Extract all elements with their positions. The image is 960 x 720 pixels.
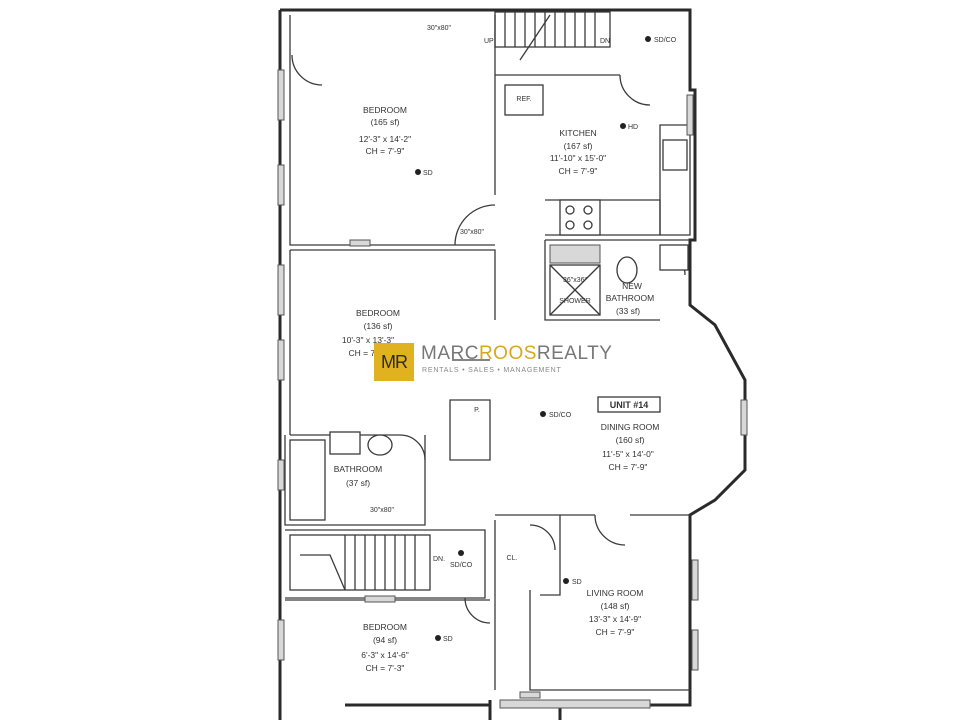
room-name-line1: NEW (622, 281, 642, 291)
stairs-top (494, 11, 611, 61)
stairs-bottom (289, 534, 431, 591)
room-living: LIVING ROOM (148 sf) 13'-3" x 14'-9" CH … (587, 588, 644, 637)
room-dims: 11'-5" x 14'-0" (602, 449, 654, 459)
device-label: SD/CO (450, 562, 473, 569)
smoke-detector-bedroom-top (415, 169, 421, 175)
bathroom-sink (329, 431, 361, 455)
sd-co-detector-dining (540, 411, 546, 417)
door-size-label: 30"x80" (427, 25, 452, 32)
room-area: (94 sf) (373, 635, 397, 645)
room-ceiling: CH = 7'-9" (596, 627, 635, 637)
logo-initials: MR (374, 343, 414, 381)
device-label: HD (628, 124, 638, 131)
room-name: KITCHEN (559, 128, 596, 138)
room-dining: UNIT #14 DINING ROOM (160 sf) 11'-5" x 1… (597, 396, 661, 472)
room-new-bathroom: NEW BATHROOM (33 sf) (606, 281, 654, 316)
toilet-new-bath (616, 256, 638, 284)
room-ceiling: CH = 7'-9" (559, 166, 598, 176)
stairs-dn-bottom-label: DN. (433, 556, 445, 563)
room-area: (148 sf) (601, 601, 630, 611)
devices (415, 36, 651, 641)
room-area: (167 sf) (564, 141, 593, 151)
room-area: (160 sf) (616, 435, 645, 445)
room-name-line2: BATHROOM (606, 293, 654, 303)
device-label: SD/CO (654, 37, 677, 44)
room-ceiling: CH = 7'-3" (366, 663, 405, 673)
room-dims: 6'-3" x 14'-6" (361, 650, 409, 660)
room-dims: 12'-3" x 14'-2" (359, 134, 411, 144)
room-area: (136 sf) (364, 321, 393, 331)
ref-label: REF. (516, 96, 531, 103)
unit-label-box (597, 396, 661, 413)
sd-co-detector-top (645, 36, 651, 42)
windows (277, 69, 748, 709)
door-size-label: 30"x80" (460, 229, 485, 236)
sd-co-detector-living (563, 578, 569, 584)
room-bedroom-bottom: BEDROOM (94 sf) 6'-3" x 14'-6" CH = 7'-3… (361, 622, 409, 673)
bathtub (289, 439, 326, 521)
room-name: BATHROOM (334, 464, 382, 474)
room-name: BEDROOM (363, 622, 407, 632)
door-swings (291, 54, 686, 624)
room-name: LIVING ROOM (587, 588, 644, 598)
room-name: BEDROOM (363, 105, 407, 115)
heat-detector (620, 123, 626, 129)
room-dims: 11'-10" x 15'-0" (550, 153, 606, 163)
stove (559, 199, 601, 236)
room-area: (37 sf) (346, 478, 370, 488)
room-dims: 13'-3" x 14'-9" (589, 614, 641, 624)
logo-name-part2: ROOS (478, 343, 537, 364)
device-label: SD (423, 170, 433, 177)
room-area: (165 sf) (371, 117, 400, 127)
room-kitchen: KITCHEN (167 sf) 11'-10" x 15'-0" CH = 7… (550, 128, 606, 176)
room-name: BEDROOM (356, 308, 400, 318)
refrigerator (504, 84, 544, 116)
fixture-labels: REF. SHOWER 36"x36" CL. P. UP DN DN. 30"… (370, 25, 677, 643)
room-bedroom-top: BEDROOM (165 sf) 12'-3" x 14'-2" CH = 7'… (359, 105, 411, 156)
closet-label: CL. (507, 555, 518, 562)
device-label: SD (572, 579, 582, 586)
door-size-label: 30"x80" (370, 507, 395, 514)
logo-tagline: RENTALS • SALES • MANAGEMENT (422, 367, 562, 374)
pantry-label: P. (474, 407, 480, 414)
room-name: DINING ROOM (601, 422, 660, 432)
stairs-up-label: UP (484, 38, 494, 45)
bathroom-toilet (367, 434, 393, 456)
bathroom-fixtures (289, 431, 393, 521)
logo-name-part1: MARC (421, 343, 479, 364)
unit-label: UNIT #14 (610, 400, 649, 410)
stairs-dn-label: DN (600, 38, 610, 45)
room-ceiling: CH = 7'-9" (349, 348, 388, 358)
room-ceiling: CH = 7'-9" (366, 146, 405, 156)
device-label: SD (443, 636, 453, 643)
room-area: (33 sf) (616, 306, 640, 316)
room-bathroom: BATHROOM (37 sf) (334, 464, 382, 488)
room-ceiling: CH = 7'-9" (609, 462, 648, 472)
kitchen-sink (662, 139, 688, 171)
room-dims: 10'-3" x 13'-3" (342, 335, 394, 345)
shower-label: SHOWER (559, 298, 591, 305)
vanity-new-bath (659, 244, 689, 271)
logo-name-part3: REALTY (536, 343, 613, 364)
sd-co-detector-bedroom-bottom (435, 635, 441, 641)
logo-name: MARCROOSREALTY (421, 343, 612, 365)
sd-co-detector-stairs (458, 550, 464, 556)
device-label: SD/CO (549, 412, 572, 419)
room-bedroom-mid: BEDROOM (136 sf) 10'-3" x 13'-3" CH = 7'… (342, 308, 400, 358)
shower-size-label: 36"x36" (563, 277, 588, 284)
new-bathroom-fixtures (549, 244, 689, 316)
kitchen-fixtures (504, 84, 688, 236)
realty-logo: MR MARCROOSREALTY RENTALS • SALES • MANA… (374, 343, 624, 383)
